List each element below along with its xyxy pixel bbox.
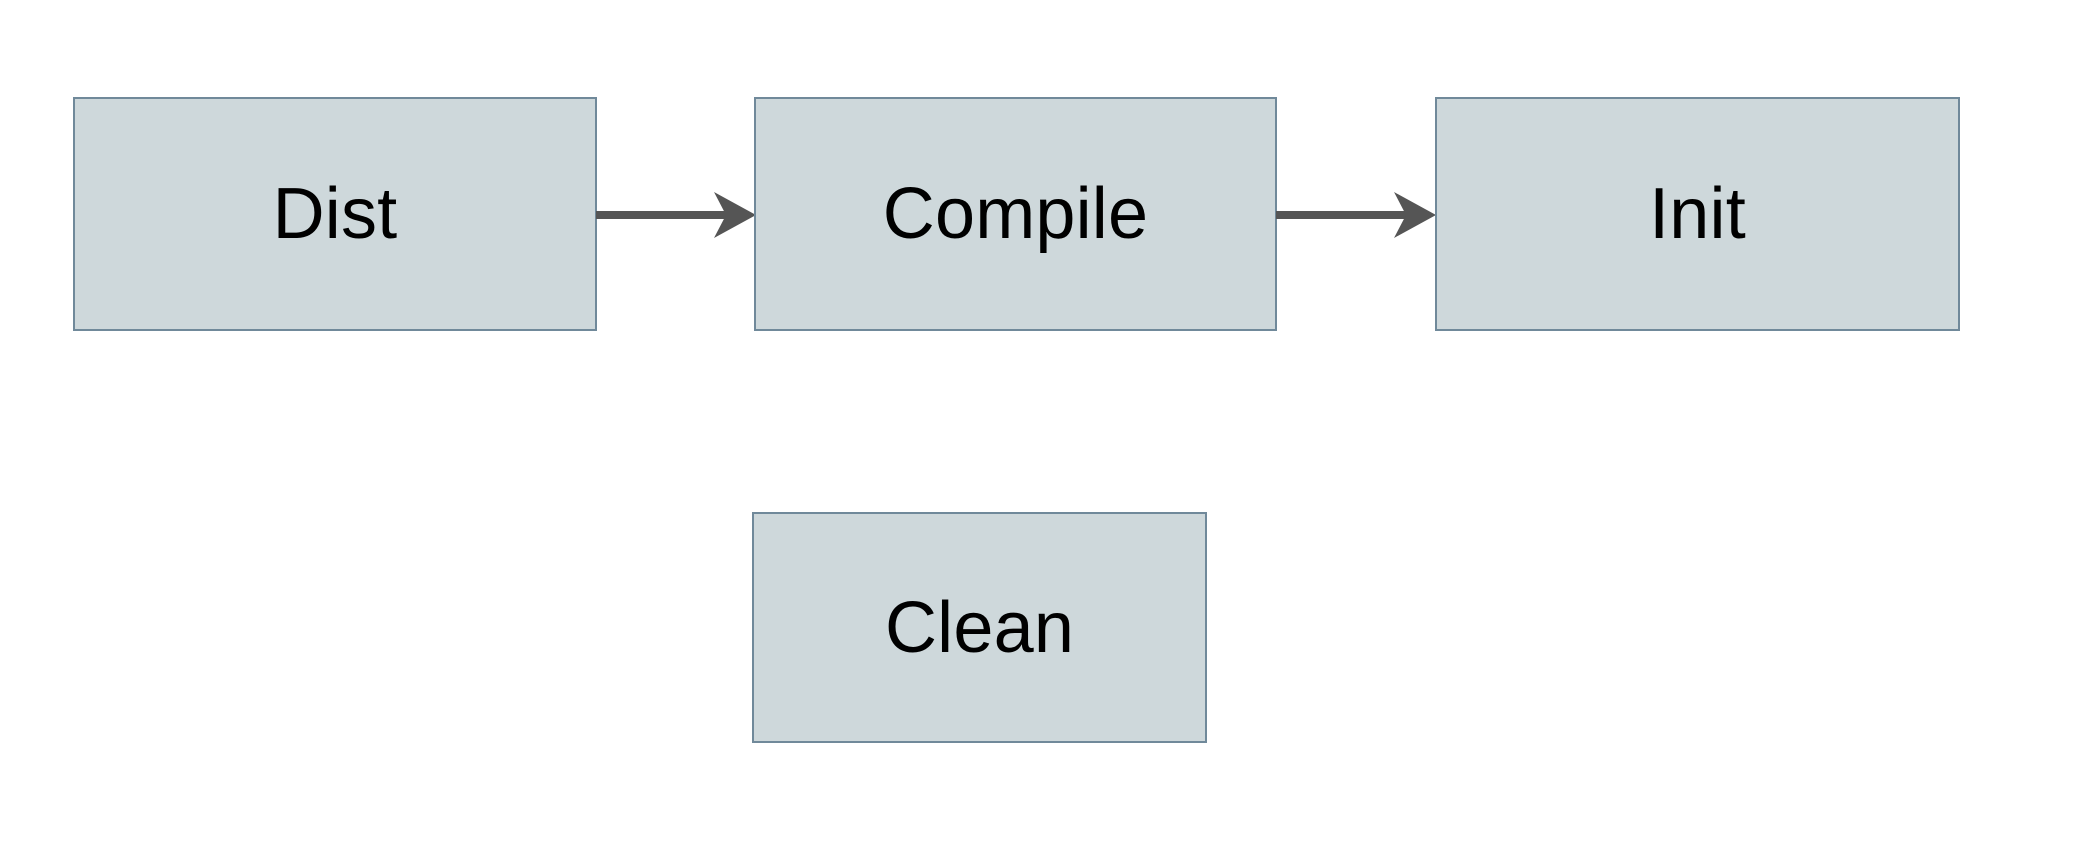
- edge-compile-to-init[interactable]: [1276, 180, 1436, 250]
- node-dist[interactable]: Dist: [73, 97, 597, 331]
- edge-dist-to-compile-arrow: [596, 192, 756, 238]
- node-clean[interactable]: Clean: [752, 512, 1207, 743]
- node-dist-label: Dist: [272, 174, 398, 254]
- node-compile[interactable]: Compile: [754, 97, 1277, 331]
- edge-dist-to-compile[interactable]: [596, 180, 756, 250]
- edge-compile-to-init-arrow: [1276, 192, 1436, 238]
- node-init-label: Init: [1649, 174, 1746, 254]
- node-init[interactable]: Init: [1435, 97, 1960, 331]
- node-clean-label: Clean: [884, 587, 1075, 668]
- node-compile-label: Compile: [882, 174, 1149, 254]
